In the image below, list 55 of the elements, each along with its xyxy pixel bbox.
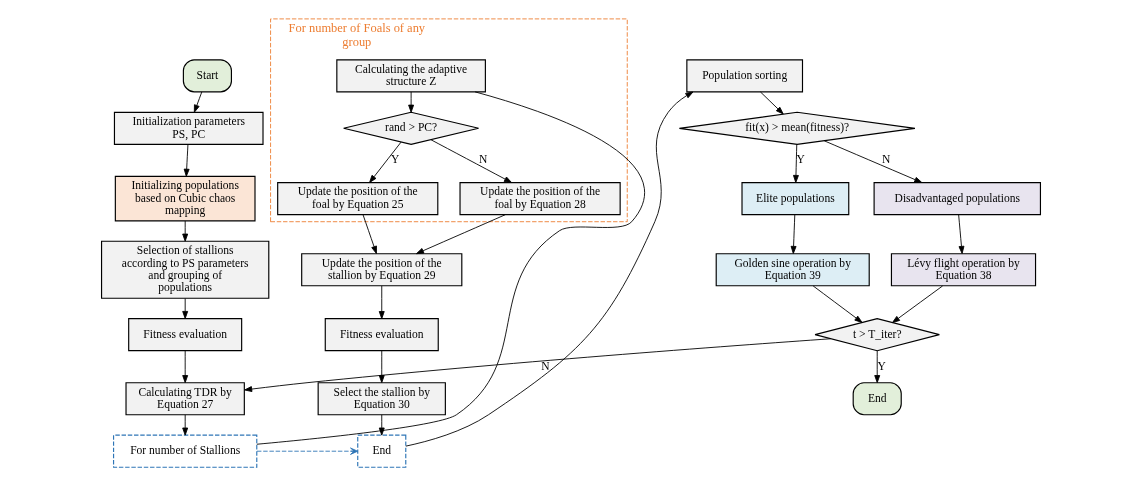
arrow [823,140,923,183]
edge-label: N [541,359,550,373]
edge-label: N [881,153,891,167]
node-diamond: rand > PC? [343,111,480,145]
arrow [793,143,799,183]
node-box: For number of Stallions [113,434,258,468]
node-diamond: t > T_iter? [814,318,940,352]
arrow [244,338,832,392]
arrow [362,214,377,254]
node-box: End [357,434,407,468]
edge-label: Y [390,153,400,167]
node-box: Population sorting [686,59,804,93]
node-box: Elite populations [741,182,850,216]
arrow [182,414,189,436]
arrow [369,141,402,183]
arrow [183,143,190,177]
arrow [759,91,784,115]
edge-label: Y [796,153,805,167]
arrow [378,350,385,384]
arrow [182,298,189,319]
arrow [958,214,965,254]
node-box: Selection of stallions according to PS parameters and grouping of populations [101,240,270,299]
node-box: Golden sine operation by Equation 39 [715,253,870,287]
edge-label: N [478,153,488,167]
arrow [193,91,203,113]
arrow [182,220,189,242]
edge-label: Y [877,359,886,373]
arrow [430,139,512,183]
arrow [415,214,506,255]
node-box: Fitness evaluation [324,318,439,352]
node-diamond: fit(x) > mean(fitness)? [678,111,916,145]
node-box: End [852,382,902,416]
arrow [790,214,797,254]
arrow [405,91,694,447]
node-box: Initialization parameters PS, PC [113,111,264,145]
node-box: Lévy flight operation by Equation 38 [890,253,1037,287]
node-box: Select the stallion by Equation 30 [317,382,446,416]
node-box: Start [182,59,232,93]
arrow [892,285,944,324]
arrow [378,414,385,436]
node-box: Update the position of the stallion by Equation 29 [301,253,463,287]
node-box: Disadvantaged populations [873,182,1041,216]
node-box: Initializing populations based on Cubic chaos mapping [114,175,256,222]
arrow [812,285,863,323]
arrow [874,350,881,384]
node-box: Calculating TDR by Equation 27 [125,382,245,416]
node-box: Fitness evaluation [128,318,243,352]
connector [256,91,646,445]
node-box: Update the position of the foal by Equation 28 [459,182,621,216]
arrow [256,447,359,455]
arrow [182,350,189,384]
node-box: Calculating the adaptive structure Z [336,59,486,93]
arrow [408,91,415,113]
node-box: Update the position of the foal by Equation 25 [277,182,439,216]
arrow [378,285,385,320]
